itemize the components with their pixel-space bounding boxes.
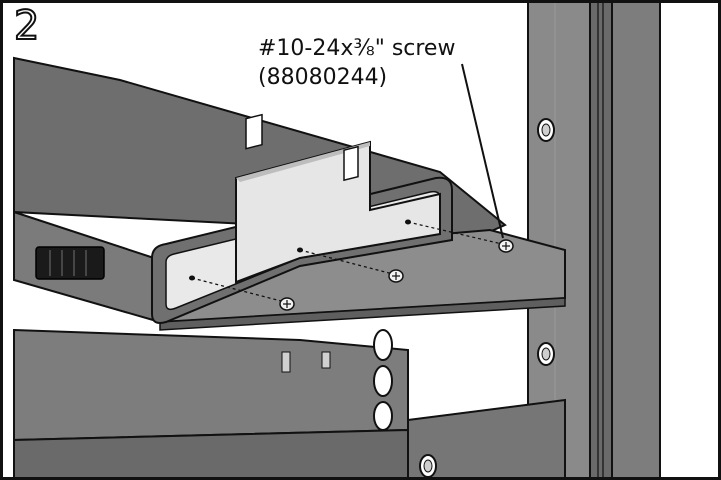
screw-callout: #10-24x⅜" screw (88080244)	[258, 34, 455, 92]
lower-front-bar	[407, 398, 566, 480]
callout-screw-size: #10-24x⅜" screw	[258, 36, 456, 61]
lower-chassis-slots	[373, 329, 393, 431]
step-number: 2	[13, 3, 40, 49]
bracket-slot-right	[343, 145, 359, 182]
callout-part-number: (88080244)	[258, 65, 388, 90]
lower-bar-hole	[419, 454, 437, 478]
bracket-slot-left	[245, 113, 263, 150]
screw-icon	[498, 239, 514, 253]
lower-chassis	[13, 328, 409, 442]
front-latch	[35, 246, 105, 280]
bracket-holes	[189, 219, 411, 281]
mounting-bracket	[235, 113, 441, 284]
screw-icon	[388, 269, 404, 283]
alignment-lines	[191, 221, 503, 303]
rail-hole-lower	[537, 342, 555, 366]
callout-leader-line	[461, 63, 504, 239]
rail-hole-upper	[537, 118, 555, 142]
screw-icon	[279, 297, 295, 311]
